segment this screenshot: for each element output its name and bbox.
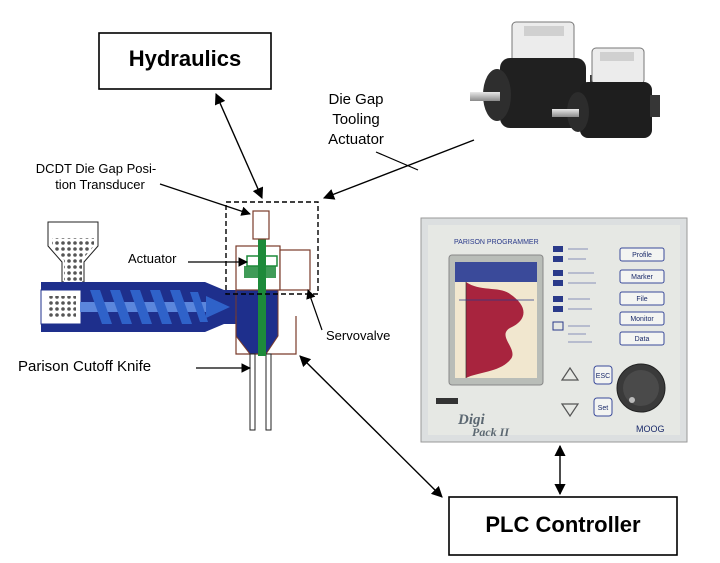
cutoff-knife-label: Parison Cutoff Knife — [18, 358, 151, 375]
screw — [80, 290, 230, 324]
screen-header — [455, 262, 537, 282]
svg-text:Marker: Marker — [631, 274, 653, 281]
svg-text:Data: Data — [635, 336, 650, 343]
hydraulics-to-die-arrow — [214, 92, 264, 200]
arrow-down-icon[interactable] — [560, 403, 580, 418]
extruder — [40, 221, 252, 332]
soft-button-profile[interactable]: Profile — [619, 247, 665, 262]
dcdt-label-line1: DCDT Die Gap Posi- — [36, 161, 156, 176]
actuator-label: Actuator — [128, 251, 177, 266]
brand-digi: Digi — [457, 412, 486, 428]
die-gap-leader-line — [375, 151, 419, 171]
indicator-list — [552, 246, 596, 343]
brand-moog: MOOG — [636, 424, 665, 434]
die-gap-label-line2: Tooling — [332, 111, 380, 128]
svg-text:ESC: ESC — [596, 373, 610, 380]
soft-button-monitor[interactable]: Monitor — [619, 311, 665, 326]
die-gap-actuator-photo — [470, 21, 660, 138]
die-gap-region-outline — [225, 201, 319, 295]
soft-button-file[interactable]: File — [619, 291, 665, 306]
dcdt-arrow — [159, 183, 251, 216]
soft-button-marker[interactable]: Marker — [619, 269, 665, 284]
svg-text:Set: Set — [598, 405, 609, 412]
brand-pack: Pack II — [472, 425, 510, 439]
soft-button-data[interactable]: Data — [619, 331, 665, 346]
esc-key[interactable]: ESC — [593, 365, 613, 385]
plc-controller-label: PLC Controller — [485, 512, 641, 537]
dcdt-label-line2: tion Transducer — [55, 177, 145, 192]
set-key[interactable]: Set — [593, 397, 613, 417]
hydraulics-label: Hydraulics — [129, 46, 242, 71]
servovalve-label: Servovalve — [326, 328, 390, 343]
hydraulics-box: Hydraulics — [98, 32, 272, 90]
svg-text:Profile: Profile — [632, 252, 652, 259]
arrow-up-icon[interactable] — [560, 366, 580, 381]
die-gap-label-line3: Actuator — [328, 131, 384, 148]
plc-controller-box: PLC Controller — [448, 496, 678, 556]
die-head — [235, 210, 311, 431]
actuator-photo-arrow — [322, 139, 475, 200]
servovalve-arrow — [306, 289, 323, 331]
die-to-plc-arrow — [299, 355, 443, 498]
parison-programmer-panel: PARISON PROGRAMMER — [420, 217, 688, 443]
svg-text:File: File — [636, 296, 647, 303]
parison-profile-curve — [466, 282, 524, 378]
die-gap-label-line1: Die Gap — [328, 91, 383, 108]
panel-title: PARISON PROGRAMMER — [454, 239, 539, 246]
svg-text:Monitor: Monitor — [630, 316, 654, 323]
